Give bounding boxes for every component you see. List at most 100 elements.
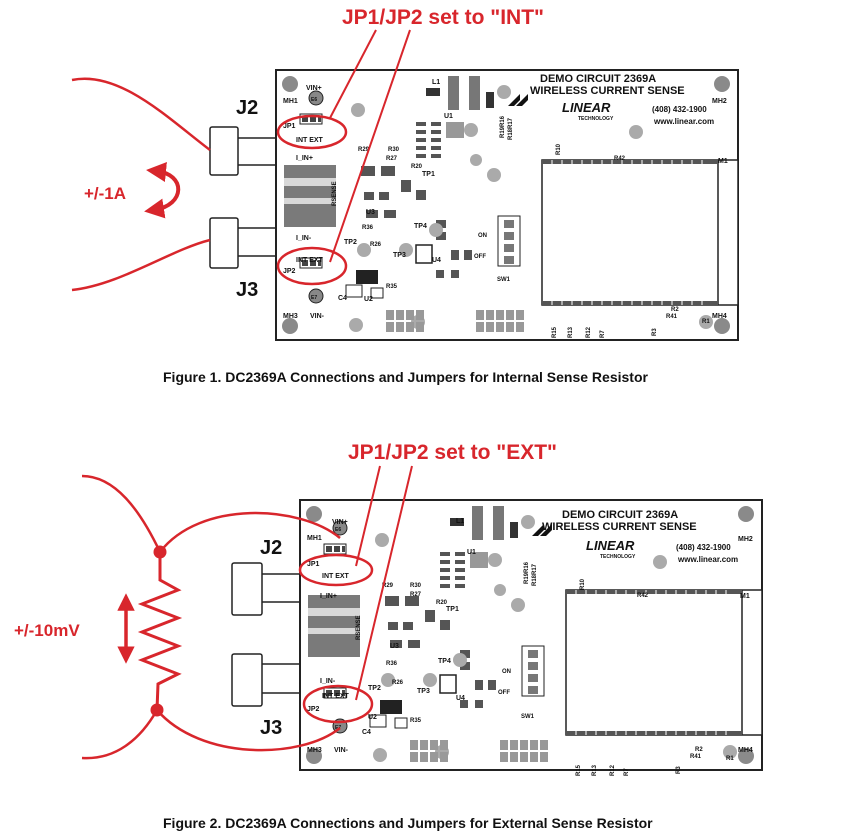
- vin-minus-label: VIN-: [334, 747, 349, 754]
- external-sense-resistor: [137, 552, 183, 711]
- j2-label: J2: [260, 537, 282, 559]
- tp2-label: TP2: [368, 685, 381, 692]
- jp2-label: JP2: [283, 268, 296, 275]
- r7-label: R7: [624, 768, 630, 776]
- u3-label: U3: [366, 209, 375, 216]
- r19r16-label: R19R16: [500, 115, 506, 138]
- vin-plus-label: VIN+: [332, 519, 348, 526]
- tp4-label: TP4: [414, 223, 427, 230]
- jp1-label: JP1: [283, 123, 296, 130]
- mh3-label: MH3: [283, 313, 298, 320]
- tp2-label: TP2: [344, 239, 357, 246]
- vin-plus-label: VIN+: [306, 85, 322, 92]
- r15-label: R15: [552, 326, 558, 338]
- sw1-on-label: ON: [478, 233, 487, 239]
- vin-minus-label: VIN-: [310, 313, 325, 320]
- j2-label: J2: [236, 97, 258, 119]
- c4-label: C4: [338, 295, 347, 302]
- jp2-highlight: [302, 684, 374, 724]
- mh4-label: MH4: [712, 313, 727, 320]
- u2-label: U2: [368, 714, 377, 721]
- e6-label: E6: [335, 527, 341, 533]
- wire-bottom-to-e7: [156, 709, 341, 752]
- board-title-line1: DEMO CIRCUIT 2369A: [562, 509, 678, 521]
- rsense-label: RSENSE: [332, 181, 338, 206]
- r3-label: R3: [652, 328, 658, 336]
- tp3-label: TP3: [417, 688, 430, 695]
- r35-label: R35: [410, 718, 422, 724]
- board-title-line2: WIRELESS CURRENT SENSE: [542, 521, 697, 533]
- r13-label: R13: [568, 326, 574, 338]
- r20-label: R20: [411, 164, 423, 170]
- jp1-label: JP1: [307, 561, 320, 568]
- r2-label: R2: [695, 747, 703, 753]
- board-url: www.linear.com: [653, 117, 714, 126]
- c4-label: C4: [362, 729, 371, 736]
- connector-j2: [231, 562, 300, 616]
- jp1-int-ext-label: INT EXT: [322, 573, 350, 580]
- wire-top: [81, 474, 162, 553]
- i-in-minus-label: I_IN-: [296, 235, 312, 242]
- voltage-range-label: +/-10mV: [14, 621, 80, 640]
- r42-label: R42: [614, 156, 626, 162]
- mh4-label: MH4: [738, 747, 753, 754]
- jp1-highlight: [276, 114, 348, 150]
- jp1-highlight: [298, 553, 374, 587]
- u1-label: U1: [444, 113, 453, 120]
- j3-label: J3: [236, 279, 258, 301]
- sw1-on-label: ON: [502, 669, 511, 675]
- r30-label: R30: [388, 147, 400, 153]
- current-loop-arrow: [144, 162, 181, 219]
- wire-bottom: [71, 238, 211, 292]
- r7-label: R7: [600, 330, 606, 338]
- mh1-label: MH1: [283, 98, 298, 105]
- r36-label: R36: [386, 661, 398, 667]
- i-in-plus-label: I_IN+: [320, 593, 337, 600]
- mh2-label: MH2: [712, 98, 727, 105]
- r36-label: R36: [362, 225, 374, 231]
- r18r17-label: R18R17: [508, 117, 514, 140]
- sw1-label: SW1: [521, 714, 535, 720]
- sw1-off-label: OFF: [498, 690, 510, 696]
- i-in-plus-label: I_IN+: [296, 155, 313, 162]
- wire-top: [71, 77, 211, 151]
- u2-label: U2: [364, 296, 373, 303]
- figure-2: DEMO CIRCUIT 2369A WIRELESS CURRENT SENS…: [14, 441, 763, 831]
- mh3-label: MH3: [307, 747, 322, 754]
- figure-1: DEMO CIRCUIT 2369A WIRELESS CURRENT SENS…: [71, 6, 739, 385]
- jp2-int-ext-label: INT EXT: [296, 257, 324, 264]
- j3-label: J3: [260, 717, 282, 739]
- r10-label: R10: [556, 143, 562, 155]
- callout-line-jp2: [329, 29, 411, 263]
- r1-label: R1: [726, 756, 734, 762]
- connector-j2: [209, 126, 276, 176]
- r29-label: R29: [358, 147, 370, 153]
- m1-label: M1: [718, 158, 728, 165]
- r2-label: R2: [671, 307, 679, 313]
- figure-1-caption: Figure 1. DC2369A Connections and Jumper…: [163, 369, 648, 385]
- r19r16-label: R19R16: [524, 561, 530, 584]
- linear-logo-text: LINEAR: [562, 100, 611, 115]
- board-phone: (408) 432-1900: [652, 105, 707, 114]
- r15-label: R15: [576, 764, 582, 776]
- r13-label: R13: [592, 764, 598, 776]
- r35-label: R35: [386, 284, 398, 290]
- r3-label: R3: [676, 766, 682, 774]
- mh2-label: MH2: [738, 536, 753, 543]
- r29-label: R29: [382, 583, 394, 589]
- r26-label: R26: [370, 242, 382, 248]
- board-url: www.linear.com: [677, 555, 738, 564]
- u1-label: U1: [467, 549, 476, 556]
- u3-label: U3: [390, 643, 399, 650]
- u4-label: U4: [456, 695, 465, 702]
- r10-label: R10: [580, 578, 586, 590]
- r20-label: R20: [436, 600, 448, 606]
- mh1-label: MH1: [307, 535, 322, 542]
- tp4-label: TP4: [438, 658, 451, 665]
- r1-label: R1: [702, 319, 710, 325]
- e7-label: E7: [311, 295, 317, 301]
- m1-label: M1: [740, 593, 750, 600]
- tp1-label: TP1: [422, 171, 435, 178]
- r30-label: R30: [410, 583, 422, 589]
